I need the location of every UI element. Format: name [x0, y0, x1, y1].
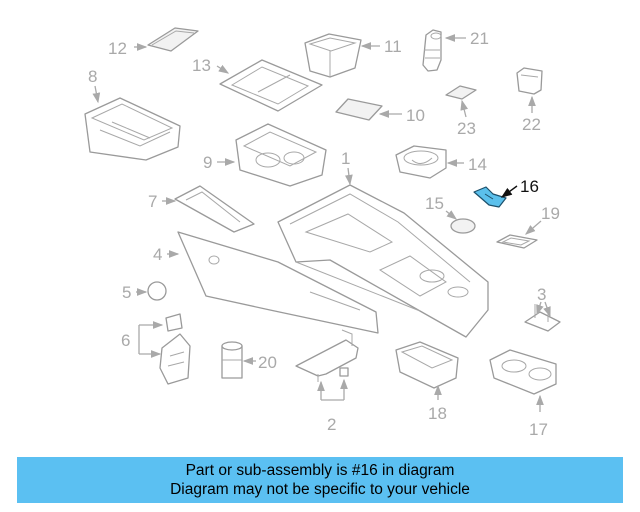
part-8-bracket [84, 97, 181, 161]
callout-4: 4 [153, 245, 162, 264]
callout-23: 23 [457, 119, 476, 138]
part-23-plate [445, 85, 477, 100]
callout-7: 7 [148, 192, 157, 211]
part-6-switch [159, 313, 191, 385]
callout-8: 8 [88, 67, 97, 86]
callout-9: 9 [203, 153, 212, 172]
part-7-trim [174, 185, 255, 233]
banner-line-1: Part or sub-assembly is #16 in diagram [185, 462, 455, 479]
part-10-pad [335, 98, 383, 121]
part-4-side-panel [177, 231, 379, 334]
parts-diagram: 12 11 21 8 13 10 23 [84, 27, 561, 439]
callout-19: 19 [541, 204, 560, 223]
part-15-cap [450, 218, 476, 234]
callout-17: 17 [529, 420, 548, 439]
part-20-socket [221, 341, 243, 379]
part-1-console [277, 184, 489, 338]
callout-15: 15 [425, 194, 444, 213]
callout-11: 11 [384, 37, 402, 56]
callout-3: 3 [537, 285, 546, 304]
part-5-button [147, 281, 167, 301]
part-2-bracket [295, 329, 359, 382]
callout-2: 2 [327, 415, 336, 434]
callout-22: 22 [522, 115, 541, 134]
part-21-socket [422, 29, 442, 72]
callout-18: 18 [428, 404, 447, 423]
part-22-connector [516, 67, 543, 95]
part-11-storage-bin [304, 33, 362, 78]
callout-5: 5 [122, 283, 131, 302]
part-17-cupholder [489, 349, 557, 395]
part-19-plate [496, 234, 538, 249]
part-12-tray-lid [147, 27, 199, 52]
callout-10: 10 [406, 106, 425, 125]
part-9-cupholder-assembly [235, 123, 327, 187]
part-3-bracket [524, 304, 561, 332]
callout-12: 12 [108, 39, 127, 58]
part-18-bin [395, 341, 459, 389]
callout-1: 1 [341, 149, 350, 168]
part-14-cup [395, 145, 447, 179]
callout-20: 20 [258, 353, 277, 372]
callout-21: 21 [470, 29, 489, 48]
callout-16: 16 [520, 177, 539, 196]
callout-6: 6 [121, 331, 130, 350]
info-banner: Part or sub-assembly is #16 in diagram D… [17, 457, 623, 503]
part-13-bezel [219, 59, 323, 112]
callout-14: 14 [468, 155, 487, 174]
banner-line-2: Diagram may not be specific to your vehi… [170, 481, 470, 498]
callout-13: 13 [192, 56, 211, 75]
part-16-clip [473, 186, 507, 208]
